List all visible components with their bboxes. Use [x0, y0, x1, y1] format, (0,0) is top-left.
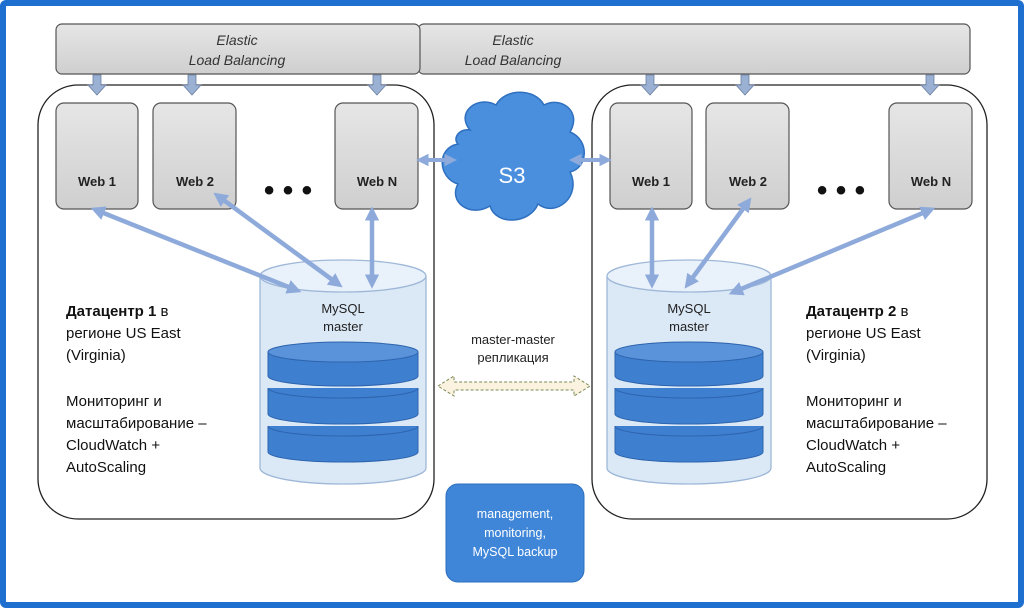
web-server-label: Web N — [357, 174, 397, 189]
web-server-box — [609, 102, 693, 210]
datacenter-2-monitor-1: Мониторинг и — [806, 393, 902, 410]
web-server-box — [55, 102, 139, 210]
lb-down-arrows — [87, 74, 940, 96]
web-server-label: Web 1 — [78, 174, 116, 189]
datacenter-2-region-2: (Virginia) — [806, 347, 866, 364]
datacenter-2-title-bold: Датацентр 2 — [806, 303, 896, 320]
web-server-box — [888, 102, 973, 210]
load-balancer-1-bar — [55, 23, 421, 75]
replication-arrow — [437, 375, 591, 397]
mysql-master-db-1 — [259, 259, 427, 485]
datacenter-1-region-2: (Virginia) — [66, 347, 126, 364]
db-label-2: master — [323, 319, 363, 334]
web-server-label: Web 1 — [632, 174, 670, 189]
load-balancer-2-label-2: Load Balancing — [465, 52, 562, 68]
down-arrow — [87, 74, 107, 96]
management-label-1: management, — [477, 507, 553, 521]
down-arrow — [182, 74, 202, 96]
replication-label-1: master-master — [471, 332, 555, 347]
management-label-2: monitoring, — [484, 526, 546, 540]
load-balancer-2-label-1: Elastic — [492, 32, 533, 48]
datacenter-1-title: Датацентр 1 в — [66, 303, 169, 320]
datacenter-1-title-rest: в — [156, 303, 168, 320]
ellipsis-dots: • • • — [817, 174, 865, 207]
down-arrow — [920, 74, 940, 96]
web-db-arrow — [728, 206, 936, 296]
datacenter-1-monitor-4: AutoScaling — [66, 459, 146, 476]
datacenter-2-monitor-4: AutoScaling — [806, 459, 886, 476]
load-balancer-1-label-1: Elastic — [216, 32, 257, 48]
datacenter-1-monitor-1: Мониторинг и — [66, 393, 162, 410]
datacenter-1-monitor-2: масштабирование – — [66, 415, 207, 432]
db-label-1: MySQL — [667, 301, 710, 316]
datacenter-2-region-1: регионе US East — [806, 325, 922, 342]
datacenter-2-monitor-2: масштабирование – — [806, 415, 947, 432]
down-arrow — [640, 74, 660, 96]
web-server-label: Web N — [911, 174, 951, 189]
datacenter-2-title-rest: в — [896, 303, 908, 320]
web-server-label: Web 2 — [729, 174, 767, 189]
web-server-box — [152, 102, 237, 210]
down-arrow — [367, 74, 387, 96]
web-server-box — [334, 102, 419, 210]
down-arrow — [735, 74, 755, 96]
datacenter-1-monitor-3: CloudWatch + — [66, 437, 160, 454]
replication-label-2: репликация — [477, 350, 548, 365]
ellipsis-dots: • • • — [264, 174, 312, 207]
web-server-box — [705, 102, 790, 210]
datacenter-2-title: Датацентр 2 в — [806, 303, 909, 320]
web-server-label: Web 2 — [176, 174, 214, 189]
mysql-master-db-2 — [606, 259, 772, 485]
s3-cloud-icon — [441, 91, 585, 221]
s3-label: S3 — [499, 163, 526, 188]
db-label-1: MySQL — [321, 301, 364, 316]
management-box — [445, 483, 585, 583]
datacenter-2-monitor-3: CloudWatch + — [806, 437, 900, 454]
datacenter-1-region-1: регионе US East — [66, 325, 182, 342]
datacenter-1-title-bold: Датацентр 1 — [66, 303, 156, 320]
web-db-arrow — [213, 192, 343, 288]
management-label-3: MySQL backup — [473, 545, 558, 559]
db-label-2: master — [669, 319, 709, 334]
load-balancer-1-label-2: Load Balancing — [189, 52, 286, 68]
